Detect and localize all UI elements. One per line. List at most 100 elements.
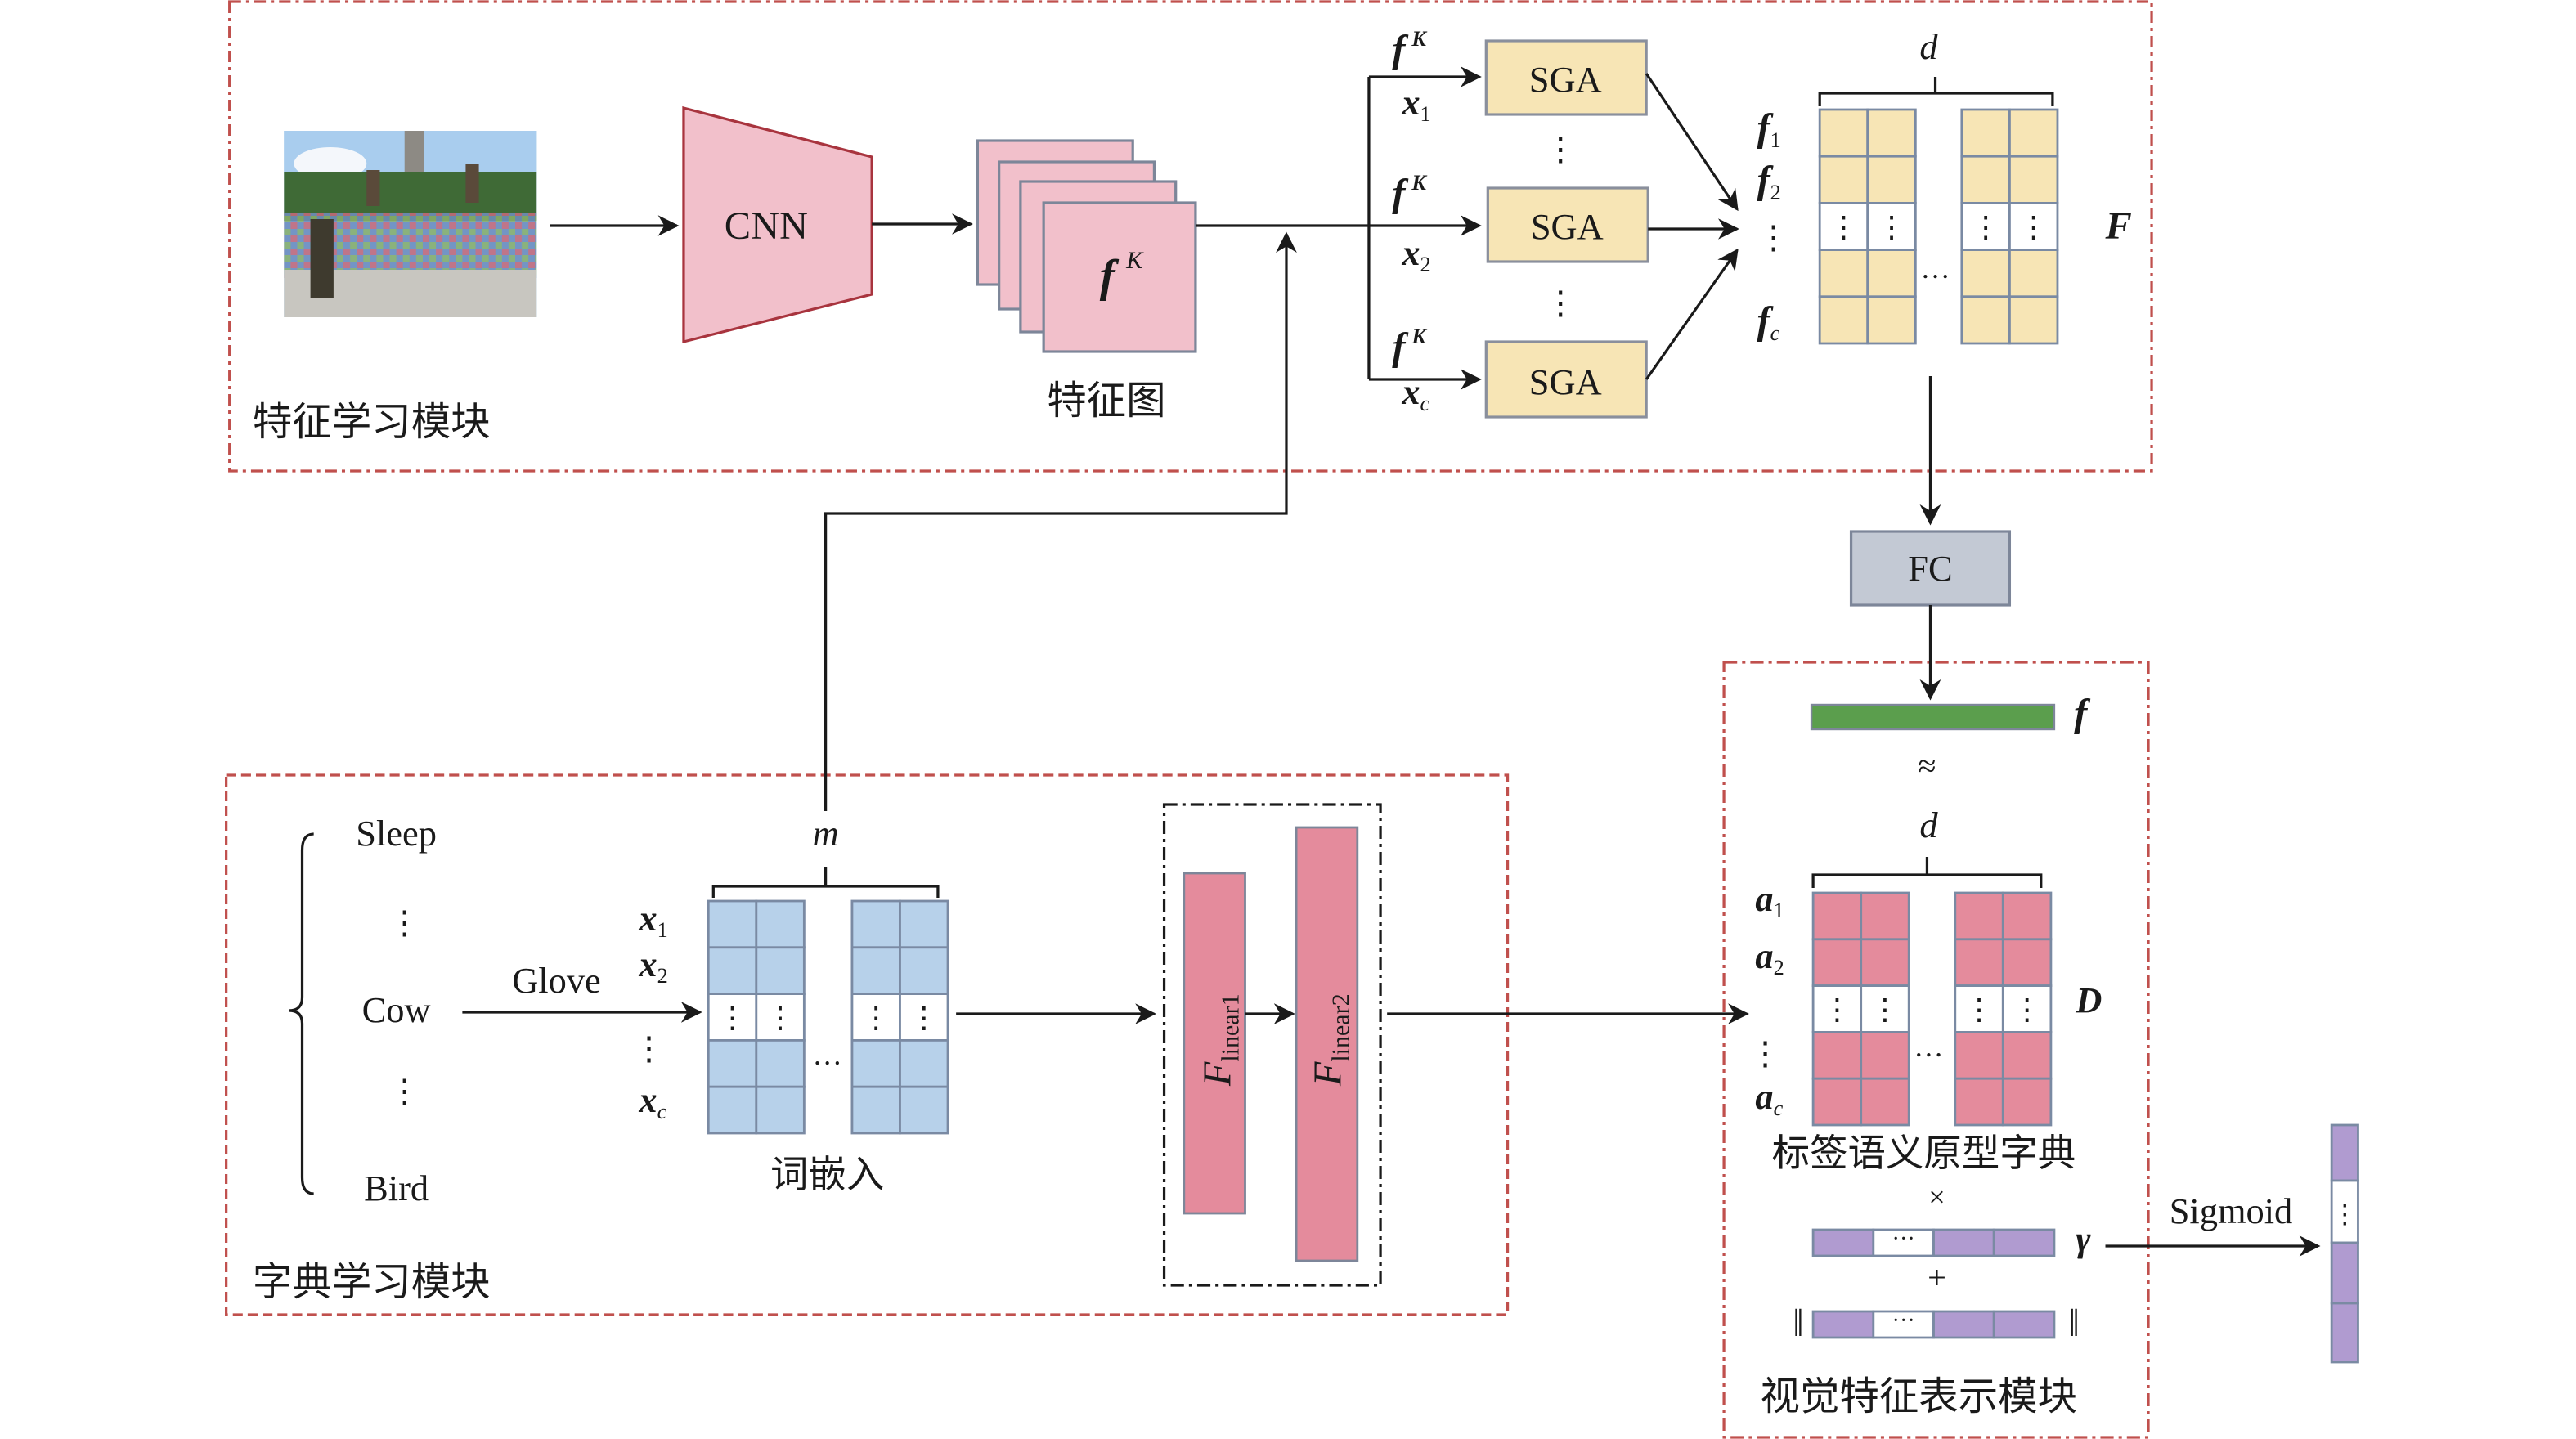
output-cell	[2330, 1302, 2359, 1364]
matrix-cell	[707, 946, 758, 996]
f1-label: f1	[1757, 106, 1780, 152]
feature-learning-module-box	[228, 0, 2153, 473]
matrix-vdots: ⋮	[1870, 993, 1900, 1026]
gamma-label: γ	[2076, 1219, 2091, 1259]
matrix-cell	[899, 1085, 949, 1135]
a1-label: a1	[1755, 879, 1784, 922]
visual-feature-vector-label: f	[2074, 692, 2091, 735]
matrix-cell	[1960, 295, 2011, 345]
word-embedding-matrix: ⋮⋮⋮⋮	[707, 899, 949, 1135]
flinear1-label: Flinear1	[1196, 993, 1244, 1087]
matrix-cell	[755, 1039, 806, 1088]
matrix-cell	[850, 899, 901, 949]
input-image	[284, 131, 537, 317]
matrix-cell	[2008, 155, 2059, 204]
matrix-cell-ellipsis	[899, 993, 949, 1042]
d-label-D: d	[1919, 805, 1938, 845]
matrix-cell	[1960, 155, 2011, 204]
x1-label: x1	[1401, 83, 1430, 126]
matrix-cell	[1818, 155, 1869, 204]
matrix-cell-ellipsis	[755, 993, 806, 1042]
m-label: m	[813, 814, 839, 854]
sga-vdots-2: ⋮	[1544, 285, 1577, 321]
d-brace-D	[1811, 857, 2043, 888]
matrix-cell	[1811, 1077, 1863, 1127]
matrix-cell	[1818, 108, 1869, 158]
flinear2-label: Flinear2	[1306, 993, 1354, 1087]
matrix-cell	[1811, 938, 1863, 988]
matrix-cell	[755, 899, 806, 949]
a2-label: a2	[1755, 936, 1784, 980]
embed-x-vdots: ⋮	[632, 1030, 665, 1067]
matrix-cell	[1811, 1031, 1863, 1080]
visual-feature-vector	[1810, 703, 2056, 731]
matrix-cell-ellipsis	[2001, 984, 2053, 1033]
matrix-cell	[2008, 249, 2059, 298]
output-cell	[2330, 1123, 2359, 1182]
times-symbol: ×	[1928, 1181, 1945, 1213]
sga-label-1: SGA	[1529, 60, 1602, 100]
flinear1-block	[1183, 872, 1246, 1215]
gamma-vector: ···	[1811, 1226, 2056, 1257]
matrix-cell	[2001, 1031, 2053, 1080]
ac-label: ac	[1755, 1077, 1783, 1120]
fc-block: FC	[1849, 530, 2012, 607]
norm-bar-right: ‖	[2068, 1302, 2080, 1345]
matrix-cell	[707, 1085, 758, 1135]
word-embedding-hdots: …	[812, 1038, 841, 1071]
x2-label: x2	[1401, 233, 1430, 276]
matrix-cell	[1866, 249, 1917, 298]
matrix-cell	[850, 946, 901, 996]
matrix-D-label: D	[2075, 980, 2102, 1020]
word-vdots-2: ⋮	[388, 1073, 421, 1110]
matrix-cell	[1811, 891, 1863, 941]
matrix-cell-ellipsis	[1860, 984, 1910, 1033]
word-embedding-label: 词嵌入	[770, 1152, 884, 1196]
vector-cell	[1811, 1228, 1875, 1257]
embed-xc-label: xc	[638, 1080, 666, 1123]
norm-bar-left: ‖	[1793, 1302, 1804, 1345]
matrix-cell	[1860, 891, 1910, 941]
matrix-cell-ellipsis	[707, 993, 758, 1042]
matrix-F-hdots: …	[1920, 252, 1950, 285]
word-list-brace	[289, 832, 314, 1195]
a-vdots: ⋮	[1748, 1035, 1781, 1072]
vector-cell	[1992, 1228, 2056, 1257]
feature-map-label: 特征图	[1047, 378, 1165, 424]
feature-learning-module-label: 特征学习模块	[253, 399, 491, 445]
matrix-F-label: F	[2105, 204, 2132, 248]
matrix-cell	[1954, 1077, 2004, 1127]
arrow-sgac-to-F	[1645, 248, 1739, 380]
matrix-cell	[1954, 891, 2004, 941]
vector-cell	[1932, 1310, 1995, 1339]
word-bird: Bird	[364, 1168, 429, 1208]
matrix-cell	[850, 1039, 901, 1088]
vector-cell-ellipsis	[1872, 1310, 1935, 1339]
matrix-cell-ellipsis	[1818, 201, 1869, 251]
matrix-cell	[707, 1039, 758, 1088]
vector-dots: ···	[1892, 1226, 1915, 1252]
matrix-vdots: ⋮	[1964, 993, 1994, 1026]
dictionary-learning-module-box	[225, 773, 1510, 1316]
matrix-cell-ellipsis	[1866, 201, 1917, 251]
matrix-vdots: ⋮	[1822, 993, 1851, 1026]
matrix-D-hdots: …	[1914, 1030, 1943, 1063]
matrix-cell	[755, 946, 806, 996]
vector-cell	[1811, 1310, 1875, 1339]
f2-label: f2	[1757, 159, 1780, 204]
matrix-vdots: ⋮	[765, 1002, 795, 1034]
matrix-cell	[1866, 295, 1917, 345]
sga-block-2: SGA	[1486, 186, 1649, 263]
matrix-cell	[707, 899, 758, 949]
vector-dots: ···	[1892, 1308, 1915, 1334]
flinear2-block	[1295, 826, 1359, 1262]
dictionary-label: 标签语义原型字典	[1772, 1131, 2076, 1175]
matrix-cell	[1818, 249, 1869, 298]
matrix-cell	[1860, 1077, 1910, 1127]
arrow-embedding-to-sga	[824, 231, 1297, 811]
matrix-vdots: ⋮	[861, 1002, 891, 1034]
cnn-label: CNN	[725, 204, 808, 248]
